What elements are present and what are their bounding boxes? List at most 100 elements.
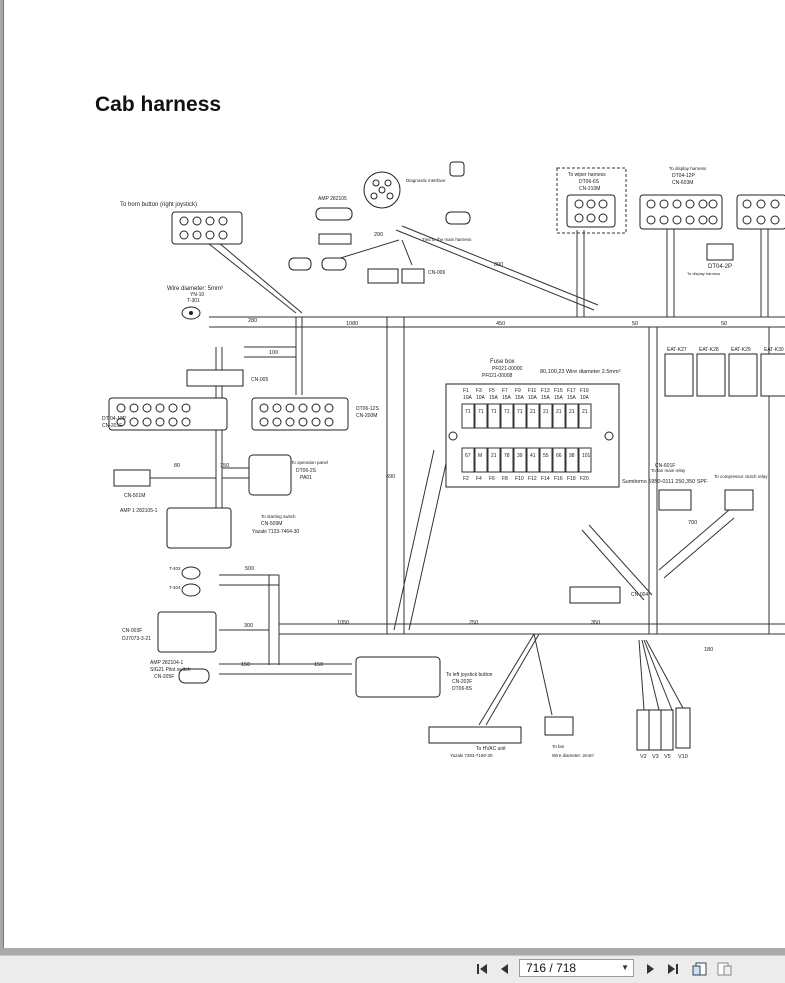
dim-800: 800 xyxy=(494,262,503,268)
fuse-wire: 21 xyxy=(530,409,536,415)
diagnostic-connector xyxy=(363,171,401,209)
to-fan-label: To fan xyxy=(552,744,565,749)
cn501m-label: CN-501M xyxy=(124,493,145,499)
fuse-slot xyxy=(552,403,566,429)
dim-700: 700 xyxy=(688,520,697,526)
eat-k29-relay xyxy=(728,353,758,397)
fuse-wire: 21 xyxy=(556,409,562,415)
fuse-id: F17 xyxy=(567,388,576,394)
cn601f-label: CN-601F xyxy=(655,463,675,469)
fuse-id: F3 xyxy=(476,388,482,394)
fuse-wire: 78 xyxy=(504,453,510,459)
yn10-label: YN-10 xyxy=(190,292,204,298)
total-pages: 718 xyxy=(556,961,577,975)
operation-panel-label: To operation panel xyxy=(291,460,328,465)
cn603m-label: CN-603M xyxy=(672,180,693,186)
forward-view-icon[interactable] xyxy=(716,961,732,977)
amp-top-label: AMP 282105 xyxy=(318,196,347,202)
fuse-slot xyxy=(461,447,475,473)
fuse-id: F5 xyxy=(489,388,495,394)
fuse-id: F12 xyxy=(528,476,537,482)
back-view-icon[interactable] xyxy=(692,961,708,977)
dim-50a: 50 xyxy=(632,321,638,327)
current-page: 716 xyxy=(526,961,547,975)
dim-690: 690 xyxy=(386,474,395,480)
fuse-slot xyxy=(474,447,488,473)
dim-180: 180 xyxy=(704,647,713,653)
fuse-wire: 39 xyxy=(517,453,523,459)
dj7073-label: DJ7073-3-21 xyxy=(122,636,151,642)
to-display-label: To display harness xyxy=(669,166,707,171)
cn509m-connector xyxy=(166,507,232,549)
fuse-part-1: PF021-00000 xyxy=(492,366,523,372)
hvac-label: To HVAC unit xyxy=(476,746,506,752)
wire-diameter-5-label: Wire diameter: 5mm² xyxy=(167,286,223,292)
eat-k30-label: EAT-K30 xyxy=(764,347,784,353)
cn004-label: CN-004 xyxy=(631,592,648,598)
dt06-2s-label: DT06-2S xyxy=(296,468,317,474)
fuse-id: F19 xyxy=(580,388,589,394)
starting-switch-label: To starting switch xyxy=(261,514,296,519)
eat-k28-label: EAT-K28 xyxy=(699,347,719,353)
fuse-amp: 15A xyxy=(489,395,499,401)
fuse-slot xyxy=(565,447,579,473)
dim-80: 80 xyxy=(174,463,180,469)
document-page: Cab harness xyxy=(3,0,785,948)
cn200m-label: CN-200M xyxy=(356,413,377,419)
fuse-slot xyxy=(526,403,540,429)
page-title: Cab harness xyxy=(95,93,222,116)
to-wiper-label: To wiper harness xyxy=(568,172,606,178)
fuse-id: F1 xyxy=(463,388,469,394)
dim-450: 450 xyxy=(496,321,505,327)
fuse-amp: 10A xyxy=(528,395,538,401)
fuse-slot xyxy=(461,403,475,429)
fuse-id: F4 xyxy=(476,476,482,482)
v5-label: V5 xyxy=(664,754,671,760)
fuse-id: F6 xyxy=(489,476,495,482)
fuse-amp: 15A xyxy=(541,395,551,401)
fuse-wire: 21 xyxy=(491,453,497,459)
page-number-select[interactable]: 716 / 718 ▼ xyxy=(519,959,634,977)
fuse-id: F20 xyxy=(580,476,589,482)
previous-page-icon[interactable] xyxy=(497,961,513,977)
cn205f-label: CN-205F xyxy=(154,674,174,680)
fuse-amp: 15A xyxy=(554,395,564,401)
v2-label: V2 xyxy=(640,754,647,760)
dim-280: 280 xyxy=(248,318,257,324)
last-page-icon[interactable] xyxy=(665,961,681,977)
fuse-slot xyxy=(474,403,488,429)
first-page-icon[interactable] xyxy=(474,961,490,977)
dt04-12p-left-label: DT 04-12P xyxy=(102,416,127,422)
fuse-id: F8 xyxy=(502,476,508,482)
fuse-bottom-row: F210A67F410AMF615A21F815A78F1015A39F1210… xyxy=(461,447,592,482)
cn202f-connector xyxy=(355,656,441,698)
dim-1080: 1080 xyxy=(346,321,358,327)
fuse-wire: 21 xyxy=(582,409,588,415)
cn003f-connector xyxy=(157,611,217,653)
fuse-wire: 55 xyxy=(543,453,549,459)
dt04-2p-label: DT04-2P xyxy=(708,264,732,270)
dim-500: 500 xyxy=(245,566,254,572)
cn509m-label: CN-509M xyxy=(261,521,282,527)
dim-290: 290 xyxy=(374,232,383,238)
pa01-label: PA01 xyxy=(300,475,312,481)
dim-300: 300 xyxy=(244,623,253,629)
to-display-2-label: To display harness xyxy=(687,271,720,276)
fuse-wire: 66 xyxy=(556,453,562,459)
fuse-id: F16 xyxy=(554,476,563,482)
dt06-8s-label: DT06-8S xyxy=(452,686,473,692)
fan-main-relay-label: To fan main relay xyxy=(651,468,686,473)
eat-k30-relay xyxy=(760,353,785,397)
next-page-icon[interactable] xyxy=(642,961,658,977)
dim-250: 250 xyxy=(469,620,478,626)
compressor-relay-label: To compressor clutch relay xyxy=(714,474,768,479)
fuse-slot xyxy=(487,403,501,429)
cn202f-label: CN-202F xyxy=(452,679,472,685)
fuse-slot xyxy=(513,403,527,429)
fuse-amp: 10A xyxy=(476,395,486,401)
eat-k27-label: EAT-K27 xyxy=(667,347,687,353)
fuse-box-title: Fuse box xyxy=(490,359,515,365)
dim-350: 350 xyxy=(591,620,600,626)
fuse-slot xyxy=(500,403,514,429)
cn201f-label: CN-201F xyxy=(102,423,122,429)
